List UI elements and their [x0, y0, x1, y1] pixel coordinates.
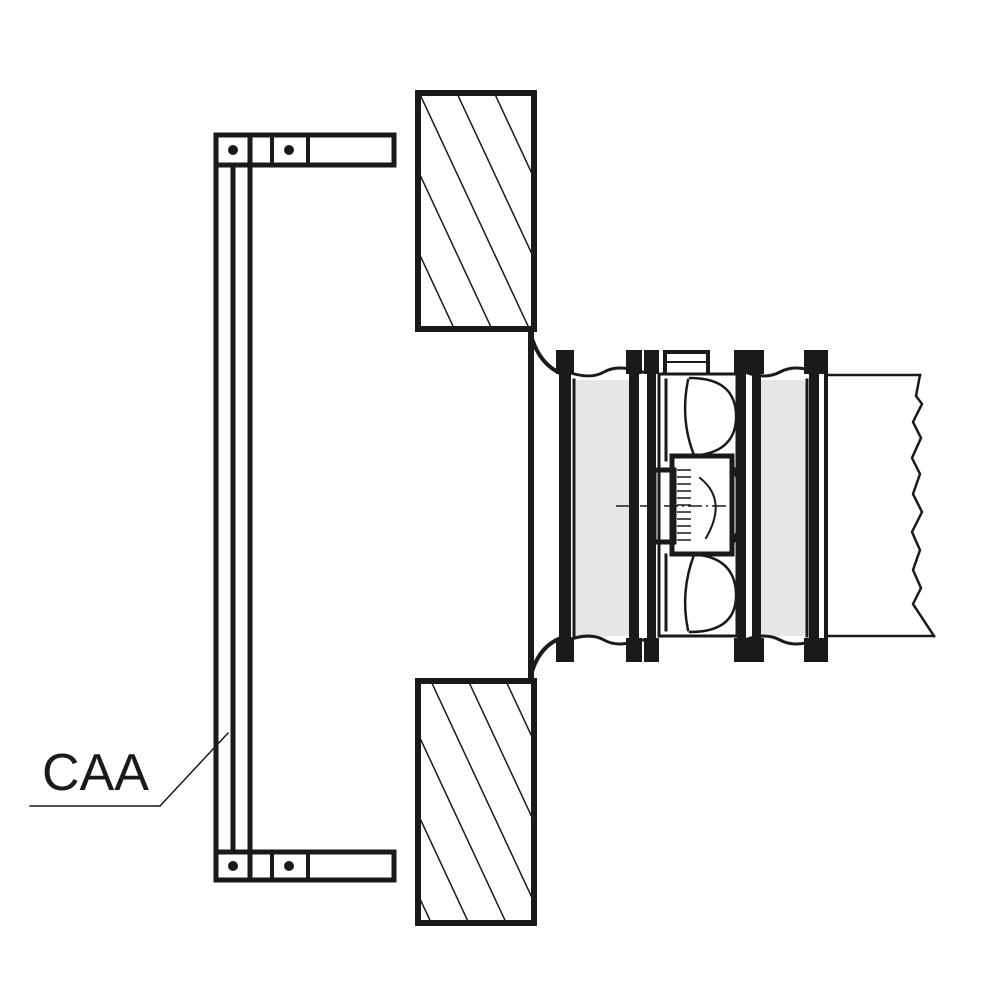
caa-frame: [213, 132, 397, 883]
bottom-mounting-arm: [213, 849, 397, 883]
caa-label: CAA: [42, 744, 149, 802]
impeller-icon: [683, 376, 738, 634]
caa-leader-line: [29, 731, 230, 808]
flange: [749, 350, 764, 662]
top-mounting-arm: [213, 132, 397, 168]
flange: [804, 350, 828, 662]
flange: [556, 350, 574, 662]
fan-housing: [657, 350, 739, 638]
bolt-icon: [228, 861, 238, 871]
bolt-icon: [228, 145, 238, 155]
bolt-icon: [284, 145, 294, 155]
wall-section-bottom: [415, 678, 537, 926]
duct-fan-assembly: [556, 350, 936, 662]
outgoing-duct: [826, 373, 936, 638]
break-line: [910, 373, 936, 638]
wall-section-top: [415, 90, 537, 332]
bolt-icon: [284, 861, 294, 871]
fan-motor: [651, 453, 745, 557]
